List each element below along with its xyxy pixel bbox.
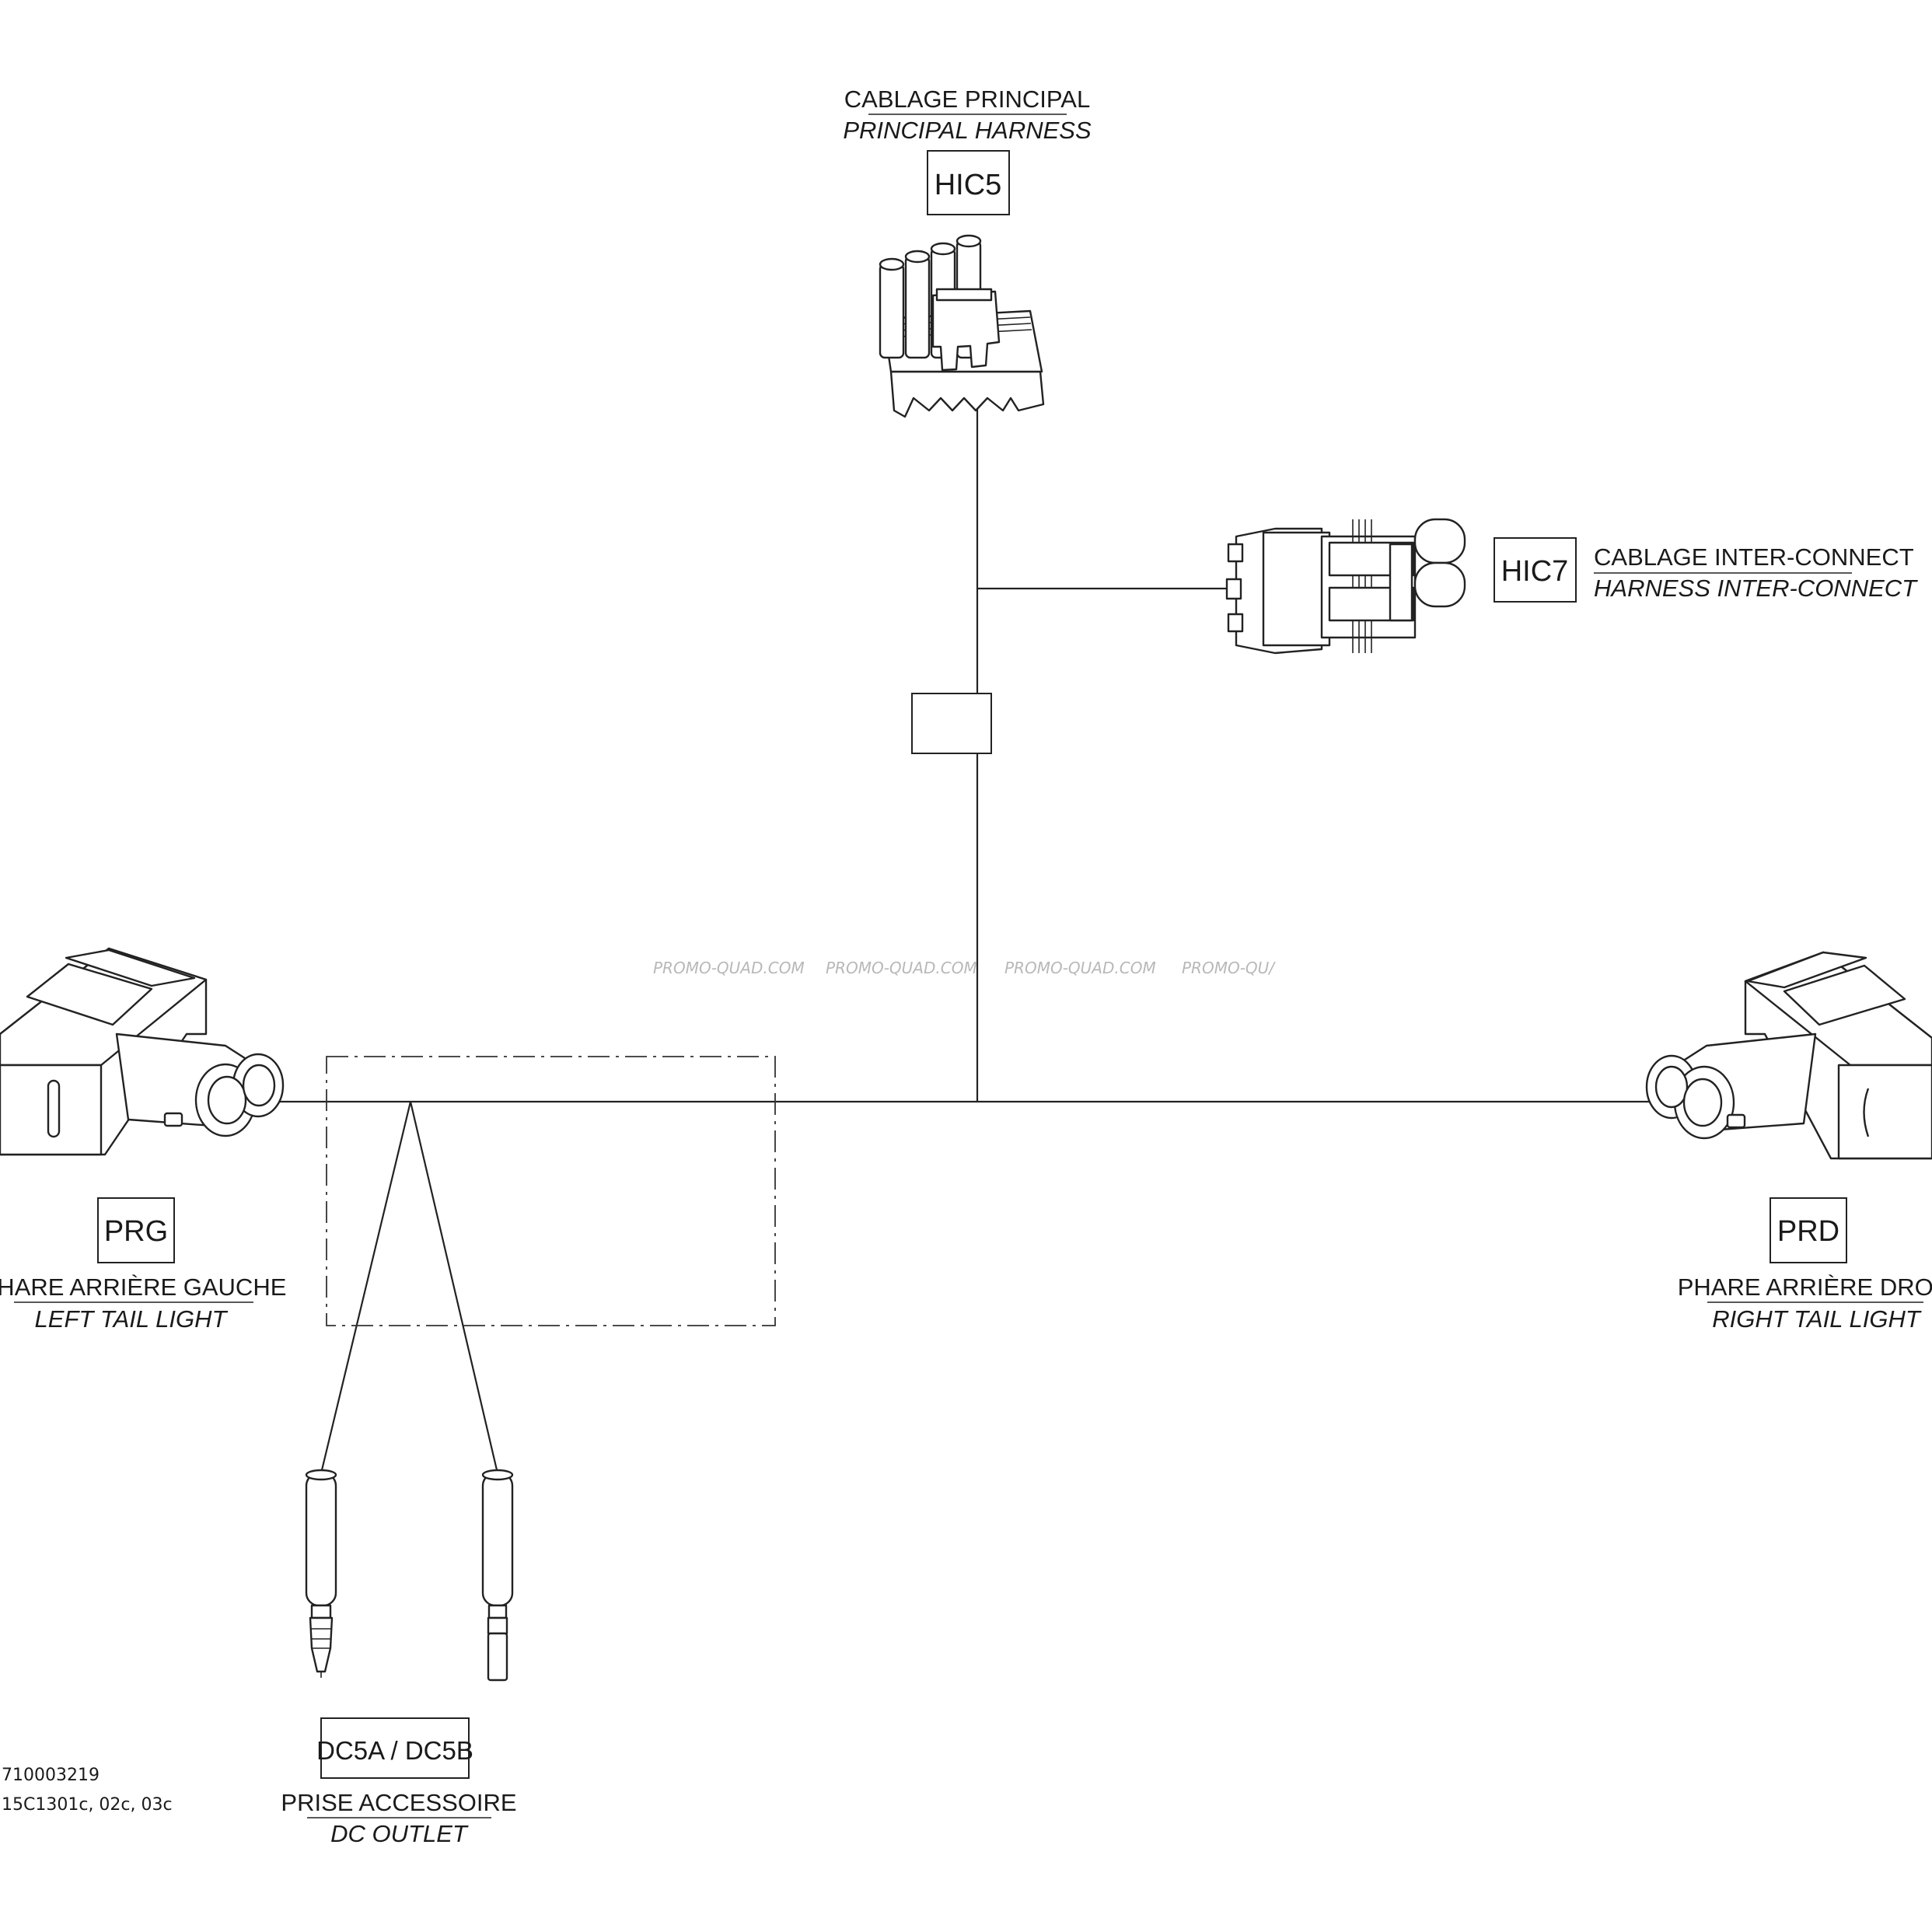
prg-connector-icon [0, 947, 285, 1156]
watermark-text: PROMO-QUAD.COM [653, 959, 805, 977]
hic5-label-fr: CABLAGE PRINCIPAL [844, 86, 1090, 113]
hic5-label-en: PRINCIPAL HARNESS [843, 117, 1092, 144]
dc5-label-group: DC5A / DC5B PRISE ACCESSOIRE DC OUTLET [281, 1717, 517, 1847]
hic7-label-fr: CABLAGE INTER-CONNECT [1594, 543, 1914, 571]
hic5-connector-icon [879, 234, 1045, 418]
prd-code-box [1770, 1197, 1847, 1263]
prd-code: PRD [1777, 1215, 1839, 1248]
dc5b-terminal-icon [481, 1469, 514, 1682]
hic5-code-box [927, 150, 1010, 215]
prd-label-en: RIGHT TAIL LIGHT [1712, 1305, 1922, 1333]
dc5-label-en: DC OUTLET [330, 1820, 469, 1847]
hic5-code: HIC5 [935, 169, 1002, 201]
prd-label-group: PRD PHARE ARRIÈRE DROIT RIGHT TAIL LIGHT [1678, 1197, 1932, 1333]
hic7-label-group: HIC7 CABLAGE INTER-CONNECT HARNESS INTER… [1494, 537, 1918, 603]
prg-label-group: PRG PHARE ARRIÈRE GAUCHE LEFT TAIL LIGHT [0, 1197, 286, 1333]
dc5a-branch-wire [320, 1101, 412, 1474]
dc5-code-box [320, 1717, 470, 1779]
dc5-label-fr: PRISE ACCESSOIRE [281, 1789, 516, 1816]
watermark-text: PROMO-QUAD.COM [826, 959, 977, 977]
hic5-label-group: CABLAGE PRINCIPAL PRINCIPAL HARNESS HIC5 [843, 86, 1092, 215]
prg-label-fr: PHARE ARRIÈRE GAUCHE [0, 1273, 286, 1301]
watermark-text: PROMO-QUAD.COM [1004, 959, 1156, 977]
prg-label-en: LEFT TAIL LIGHT [35, 1305, 229, 1333]
dc5b-branch-wire [409, 1101, 499, 1474]
prg-code: PRG [104, 1215, 168, 1248]
hic7-code-box [1494, 537, 1577, 603]
figure-reference: 710003219 15C1301c, 02c, 03c [2, 1766, 173, 1815]
prd-label-fr: PHARE ARRIÈRE DROIT [1678, 1273, 1932, 1301]
part-number: 710003219 [2, 1766, 100, 1785]
dc5-code: DC5A / DC5B [316, 1736, 473, 1765]
watermark: PROMO-QUAD.COM PROMO-QUAD.COM PROMO-QUAD… [653, 959, 1276, 977]
hic7-code: HIC7 [1501, 555, 1569, 588]
hic7-label-en: HARNESS INTER-CONNECT [1594, 575, 1918, 602]
prd-connector-icon [1645, 951, 1932, 1160]
prg-code-box [97, 1197, 175, 1263]
dc5a-terminal-icon [305, 1469, 337, 1678]
figure-ids: 15C1301c, 02c, 03c [2, 1795, 173, 1815]
hic7-connector-icon [1225, 518, 1466, 655]
optional-accessory-zone [326, 1056, 776, 1326]
splice-sleeve [911, 693, 992, 754]
watermark-text: PROMO-QU/ [1182, 959, 1276, 977]
